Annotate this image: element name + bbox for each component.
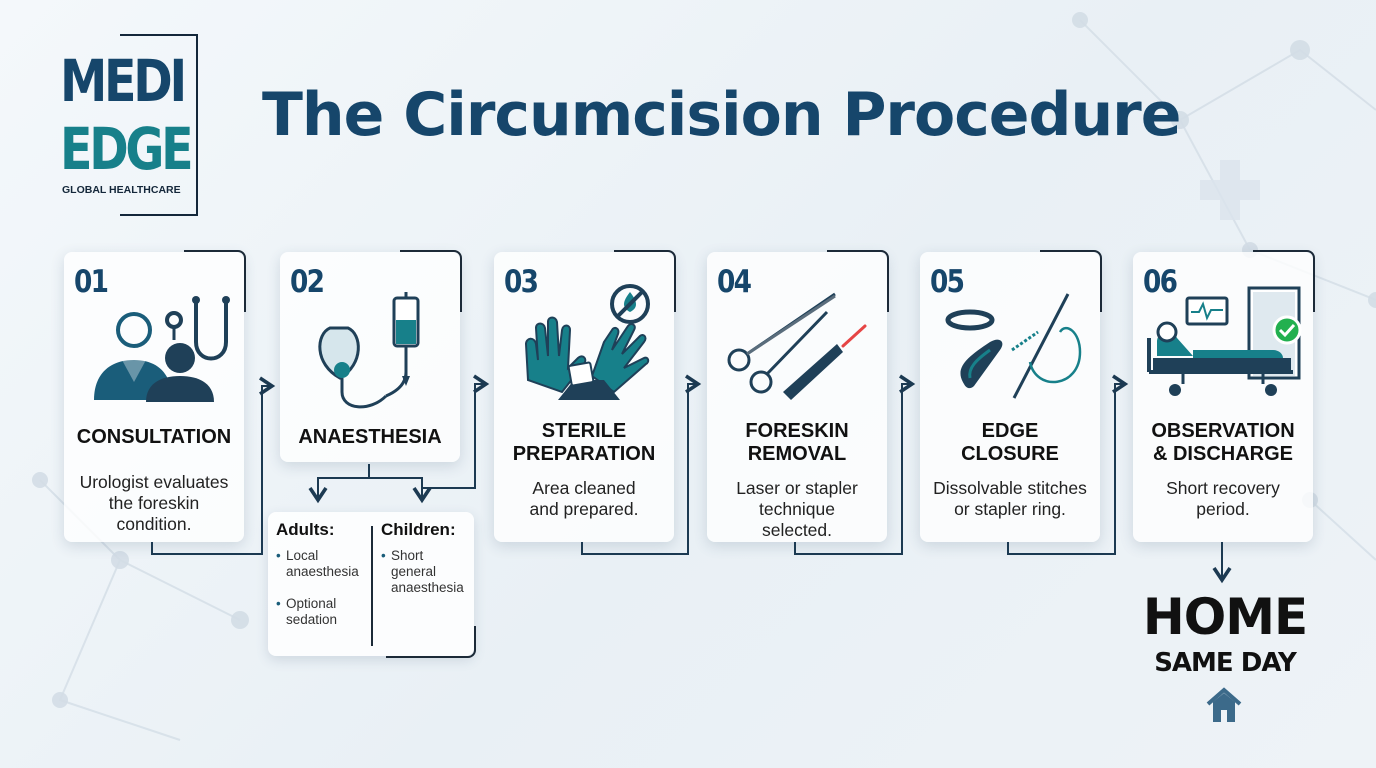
stapler-ring-suture-icon — [945, 293, 1082, 399]
step-description: Laser or stapler technique selected. — [736, 478, 858, 540]
logo-word-medi: MEDI — [60, 47, 187, 115]
step-number: 03 — [504, 264, 539, 300]
step-number: 01 — [74, 264, 109, 300]
logo-bracket — [120, 34, 198, 216]
step-title: ANAESTHESIA — [298, 426, 442, 448]
card-corner-accent — [1253, 250, 1315, 312]
step-card-sterile-preparation[interactable]: 03 STERILE PREPARATION Area cleaned and … — [494, 250, 676, 542]
card-corner-accent — [827, 250, 889, 312]
same-day-subtitle: SAME DAY — [1154, 648, 1297, 678]
step-title: OBSERVATION & DISCHARGE — [1151, 420, 1295, 465]
step-title: EDGE CLOSURE — [961, 420, 1059, 465]
step-card-anaesthesia[interactable]: 02 ANAESTHESIA — [280, 250, 462, 462]
subbox-corner-accent — [386, 626, 476, 658]
step-number: 05 — [930, 264, 965, 300]
step-description: Area cleaned and prepared. — [529, 478, 639, 519]
anaesthesia-options-box: Adults: Local anaesthesia Optional sedat… — [268, 512, 476, 658]
step-description: Urologist evaluates the foreskin conditi… — [79, 472, 229, 534]
step-number: 06 — [1143, 264, 1178, 300]
step-card-foreskin-removal[interactable]: 04 FORESKIN REMOVAL Laser or stapler tec… — [707, 250, 889, 542]
step-title: FORESKIN REMOVAL — [745, 420, 849, 465]
sterile-gloves-icon — [524, 284, 650, 400]
logo-tagline: GLOBAL HEALTHCARE — [62, 184, 181, 196]
home-title: HOME — [1142, 588, 1308, 646]
children-option-general: Short general anaesthesia — [381, 548, 464, 596]
adults-option-local: Local anaesthesia — [276, 548, 359, 580]
subbox-divider — [371, 526, 373, 646]
step-number: 02 — [290, 264, 325, 300]
card-corner-accent — [184, 250, 246, 312]
doctor-patient-stethoscope-icon — [94, 296, 230, 402]
anaesthesia-mask-iv-icon — [318, 292, 420, 409]
page-title: The Circumcision Procedure — [262, 80, 1181, 150]
scissors-laser-icon — [727, 292, 867, 400]
step-title: STERILE PREPARATION — [512, 420, 656, 465]
step-title: CONSULTATION — [76, 426, 232, 448]
logo-word-edge: EDGE — [60, 115, 194, 183]
card-corner-accent — [614, 250, 676, 312]
hospital-bed-door-icon — [1147, 286, 1302, 396]
adults-option-sedation: Optional sedation — [276, 596, 337, 628]
adults-heading: Adults: — [276, 520, 335, 539]
children-heading: Children: — [381, 520, 456, 539]
medi-edge-logo[interactable]: MEDI EDGE GLOBAL HEALTHCARE — [58, 34, 200, 216]
step-number: 04 — [717, 264, 752, 300]
step-card-consultation[interactable]: 01 CONSULTATION Urologist evaluates the … — [64, 250, 246, 542]
card-corner-accent — [400, 250, 462, 312]
step-card-observation-discharge[interactable]: 06 OBSERVATION & DISCHARGE Short recover… — [1133, 250, 1315, 542]
step-card-edge-closure[interactable]: 05 EDGE CLOSURE Dissolvable stitches or … — [920, 250, 1102, 542]
step-description: Dissolvable stitches or stapler ring. — [933, 478, 1087, 519]
step-description: Short recovery period. — [1166, 478, 1280, 519]
home-icon — [1206, 687, 1242, 722]
card-corner-accent — [1040, 250, 1102, 312]
